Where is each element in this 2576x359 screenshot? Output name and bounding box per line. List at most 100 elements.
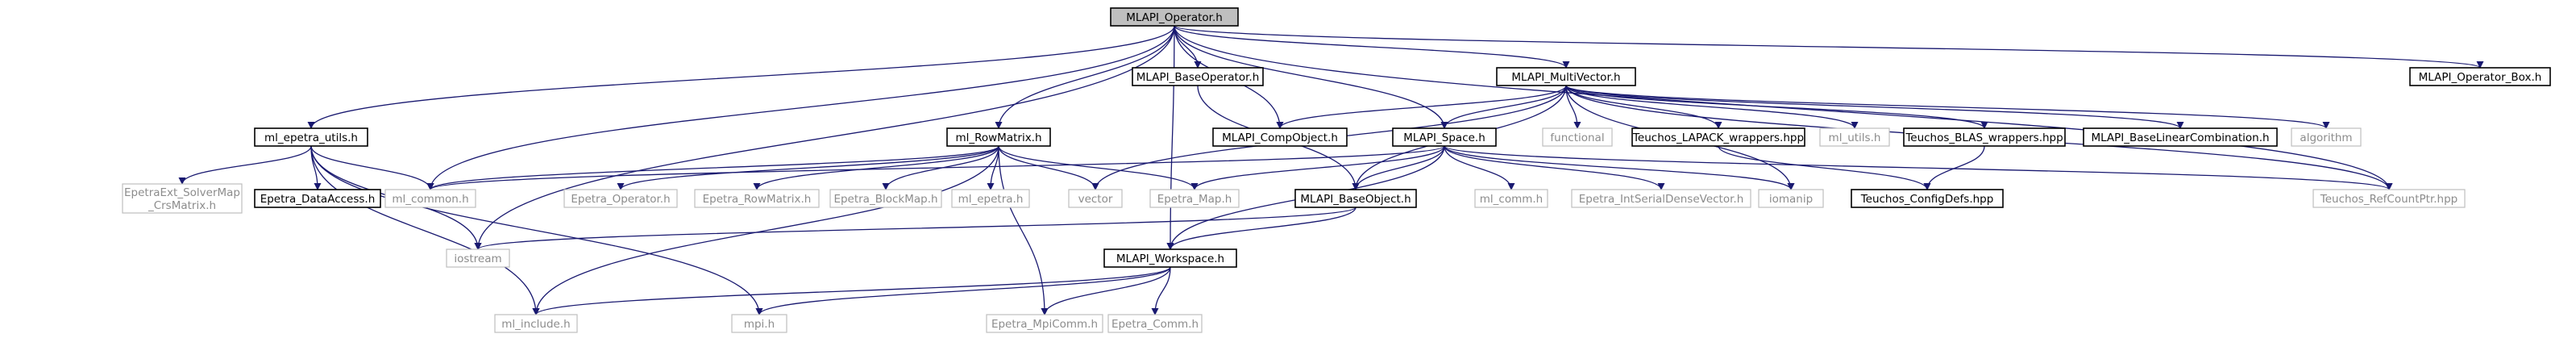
node-box: [1294, 189, 1417, 208]
node-box: [986, 314, 1103, 333]
node-ml-include[interactable]: ml_include.h: [494, 314, 578, 333]
edge-space-to-ep-map: [1190, 145, 1445, 190]
node-solvermap[interactable]: EpetraExt_SolverMap_CrsMatrix.h: [122, 183, 243, 214]
edge-multivector-to-blas: [1565, 85, 1988, 129]
dependency-edges: [178, 25, 2483, 315]
node-ml-common[interactable]: ml_common.h: [384, 189, 476, 208]
node-label: MLAPI_Workspace.h: [1116, 253, 1224, 265]
edge-root-to-operator-box: [1174, 25, 2483, 69]
edge-root-to-rowmatrix: [995, 25, 1175, 129]
node-algorithm[interactable]: algorithm: [2291, 127, 2362, 147]
edge-epetra-utils-to-ml-common: [310, 145, 434, 190]
node-box: [1132, 67, 1264, 86]
edge-space-to-ml-common: [426, 145, 1445, 190]
node-box: [1571, 189, 1751, 208]
node-rowmatrix[interactable]: ml_RowMatrix.h: [946, 127, 1051, 147]
node-ep-mpicomm[interactable]: Epetra_MpiComm.h: [986, 314, 1103, 333]
node-intserial[interactable]: Epetra_IntSerialDenseVector.h: [1571, 189, 1751, 208]
node-box: [1631, 127, 1805, 147]
node-label: iomanip: [1769, 193, 1813, 206]
edge-root-to-iostream: [474, 25, 1175, 250]
node-label: ml_RowMatrix.h: [955, 131, 1041, 144]
node-baseobject[interactable]: MLAPI_BaseObject.h: [1294, 189, 1417, 208]
node-box: [951, 189, 1030, 208]
node-ml-epetra[interactable]: ml_epetra.h: [951, 189, 1030, 208]
edge-blas-to-configdefs: [1923, 145, 1985, 190]
node-box: [1903, 127, 2066, 147]
edge-epetra-utils-to-solvermap: [178, 145, 312, 185]
node-iostream[interactable]: iostream: [446, 248, 510, 268]
node-box: [494, 314, 578, 333]
edge-epetra-utils-to-mpi: [310, 145, 763, 315]
edge-space-to-baseobject: [1352, 145, 1445, 190]
node-configdefs[interactable]: Teuchos_ConfigDefs.hpp: [1851, 189, 2004, 208]
node-box: [122, 183, 243, 214]
node-mpi[interactable]: mpi.h: [731, 314, 787, 333]
node-ml-utils[interactable]: ml_utils.h: [1819, 127, 1890, 147]
node-label: ml_comm.h: [1480, 193, 1543, 206]
edge-rowmatrix-to-ep-rowmatrix: [753, 145, 999, 190]
node-ep-comm[interactable]: Epetra_Comm.h: [1107, 314, 1203, 333]
node-box: [1110, 7, 1239, 27]
node-ep-blockmap[interactable]: Epetra_BlockMap.h: [829, 189, 942, 208]
node-ep-rowmatrix[interactable]: Epetra_RowMatrix.h: [694, 189, 820, 208]
node-blas[interactable]: Teuchos_BLAS_wrappers.hpp: [1903, 127, 2066, 147]
node-label: _CrsMatrix.h: [147, 199, 216, 212]
edge-space-to-refcountptr: [1444, 145, 2393, 190]
node-box: [2409, 67, 2551, 86]
node-label: functional: [1550, 131, 1604, 144]
node-workspace[interactable]: MLAPI_Workspace.h: [1103, 248, 1237, 268]
node-baselinear[interactable]: MLAPI_BaseLinearCombination.h: [2083, 127, 2278, 147]
node-label: MLAPI_Operator_Box.h: [2419, 71, 2542, 84]
node-box: [694, 189, 820, 208]
node-functional[interactable]: functional: [1542, 127, 1613, 147]
node-compobject[interactable]: MLAPI_CompObject.h: [1212, 127, 1348, 147]
node-dataaccess[interactable]: Epetra_DataAccess.h: [254, 189, 381, 208]
node-label: MLAPI_BaseLinearCombination.h: [2091, 131, 2269, 144]
node-multivector[interactable]: MLAPI_MultiVector.h: [1496, 67, 1636, 86]
node-label: EpetraExt_SolverMap: [124, 186, 240, 199]
node-box: [1496, 67, 1636, 86]
file-nodes: MLAPI_Operator.hml_epetra_utils.hMLAPI_B…: [122, 7, 2551, 333]
node-refcountptr[interactable]: Teuchos_RefCountPtr.hpp: [2312, 189, 2466, 208]
edge-space-to-ml-comm: [1444, 145, 1515, 190]
node-vector[interactable]: vector: [1068, 189, 1123, 208]
node-box: [1392, 127, 1497, 147]
edge-rowmatrix-to-vector: [998, 145, 1099, 190]
node-box: [1068, 189, 1123, 208]
node-label: Epetra_MpiComm.h: [991, 318, 1098, 331]
node-label: Epetra_RowMatrix.h: [703, 193, 812, 206]
edge-workspace-to-ep-comm: [1151, 266, 1171, 315]
node-box: [1474, 189, 1548, 208]
node-label: iostream: [454, 253, 501, 265]
node-box: [1212, 127, 1348, 147]
edge-lapack-to-configdefs: [1718, 145, 1931, 190]
node-label: ml_utils.h: [1829, 131, 1881, 144]
node-label: MLAPI_Operator.h: [1126, 11, 1223, 24]
node-box: [2083, 127, 2278, 147]
node-epetra-utils[interactable]: ml_epetra_utils.h: [254, 127, 368, 147]
node-box: [731, 314, 787, 333]
node-box: [1542, 127, 1613, 147]
node-ep-operator[interactable]: Epetra_Operator.h: [563, 189, 678, 208]
node-iomanip[interactable]: iomanip: [1758, 189, 1824, 208]
node-label: Epetra_Operator.h: [571, 193, 670, 206]
node-root[interactable]: MLAPI_Operator.h: [1110, 7, 1239, 27]
edge-multivector-to-lapack: [1565, 85, 1722, 129]
node-label: Teuchos_RefCountPtr.hpp: [2320, 193, 2458, 206]
node-operator-box[interactable]: MLAPI_Operator_Box.h: [2409, 67, 2551, 86]
node-label: algorithm: [2300, 131, 2352, 144]
node-box: [446, 248, 510, 268]
node-ep-map[interactable]: Epetra_Map.h: [1149, 189, 1240, 208]
node-ml-comm[interactable]: ml_comm.h: [1474, 189, 1548, 208]
node-label: Epetra_Map.h: [1157, 193, 1232, 206]
node-label: MLAPI_CompObject.h: [1222, 131, 1338, 144]
edge-space-to-iomanip: [1444, 145, 1795, 190]
node-label: ml_include.h: [501, 318, 570, 331]
node-baseoperator[interactable]: MLAPI_BaseOperator.h: [1132, 67, 1264, 86]
edge-multivector-to-algorithm: [1565, 85, 2330, 129]
node-space[interactable]: MLAPI_Space.h: [1392, 127, 1497, 147]
node-label: Epetra_Comm.h: [1111, 318, 1199, 331]
node-lapack[interactable]: Teuchos_LAPACK_wrappers.hpp: [1631, 127, 1805, 147]
